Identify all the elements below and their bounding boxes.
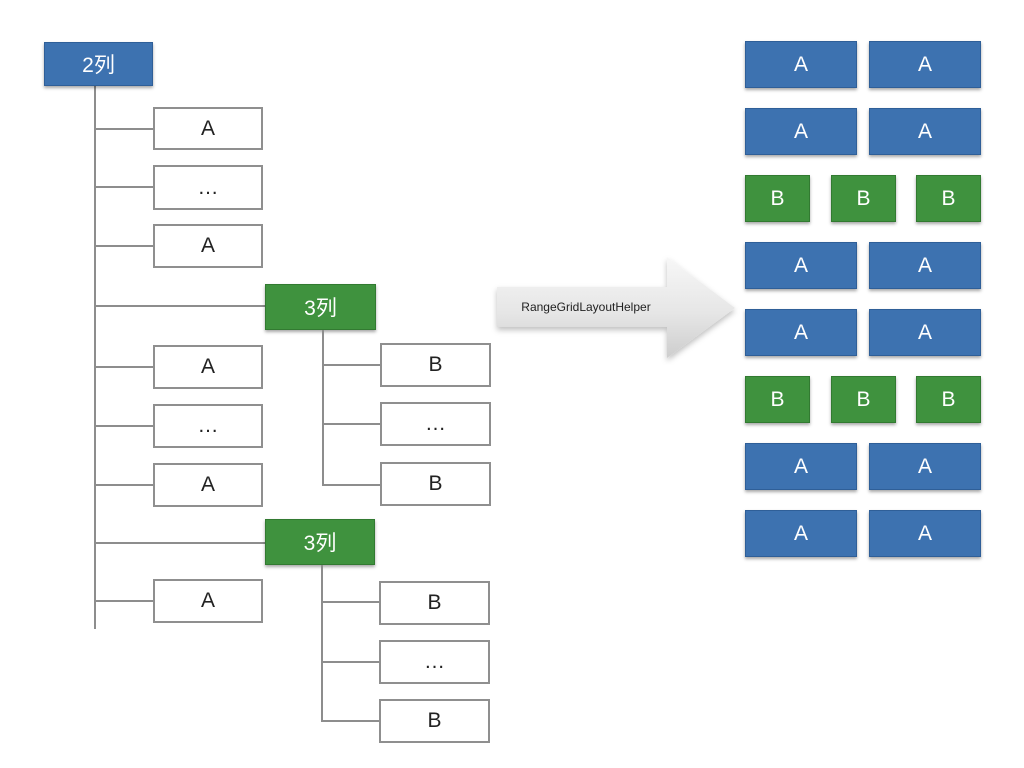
branch-line [321,601,381,603]
grid-cell-a: A [745,108,857,155]
branch-line [94,542,266,544]
branch-line [321,720,381,722]
branch-line [322,423,382,425]
grid-cell-b: B [745,175,810,222]
grid-cell-b: B [831,376,896,423]
subtree-node-3-columns: 3列 [265,284,376,330]
grid-cell-a: A [869,309,981,356]
branch-line [94,245,154,247]
subtree-trunk-line [322,330,324,486]
subtree-trunk-line [321,565,323,722]
branch-line [321,661,381,663]
arrow-label: RangeGridLayoutHelper [521,300,651,314]
tree-node-a: A [153,579,263,623]
tree-node-b: B [379,581,490,625]
grid-cell-a: A [869,242,981,289]
grid-cell-b: B [831,175,896,222]
tree-node-a: A [153,345,263,389]
grid-cell-a: A [869,510,981,557]
grid-cell-a: A [869,41,981,88]
tree-node-b: B [380,343,491,387]
tree-node-ellipsis: … [379,640,490,684]
tree-node-ellipsis: … [153,165,263,210]
grid-cell-a: A [869,108,981,155]
grid-cell-b: B [916,376,981,423]
tree-node-ellipsis: … [153,404,263,448]
transform-arrow [497,257,735,358]
branch-line [94,600,154,602]
tree-node-b: B [380,462,491,506]
tree-node-a: A [153,224,263,268]
branch-line [94,425,154,427]
grid-cell-a: A [745,510,857,557]
tree-node-a: A [153,463,263,507]
grid-cell-a: A [745,41,857,88]
root-node-2-columns: 2列 [44,42,153,86]
grid-cell-b: B [745,376,810,423]
branch-line [94,128,154,130]
branch-line [322,484,382,486]
grid-cell-a: A [745,309,857,356]
trunk-line [94,86,96,629]
grid-cell-a: A [745,443,857,490]
branch-line [94,305,266,307]
subtree-node-3-columns: 3列 [265,519,375,565]
grid-cell-a: A [869,443,981,490]
branch-line [94,366,154,368]
tree-node-a: A [153,107,263,150]
grid-cell-a: A [745,242,857,289]
tree-node-b: B [379,699,490,743]
grid-cell-b: B [916,175,981,222]
tree-node-ellipsis: … [380,402,491,446]
branch-line [322,364,382,366]
branch-line [94,484,154,486]
branch-line [94,186,154,188]
